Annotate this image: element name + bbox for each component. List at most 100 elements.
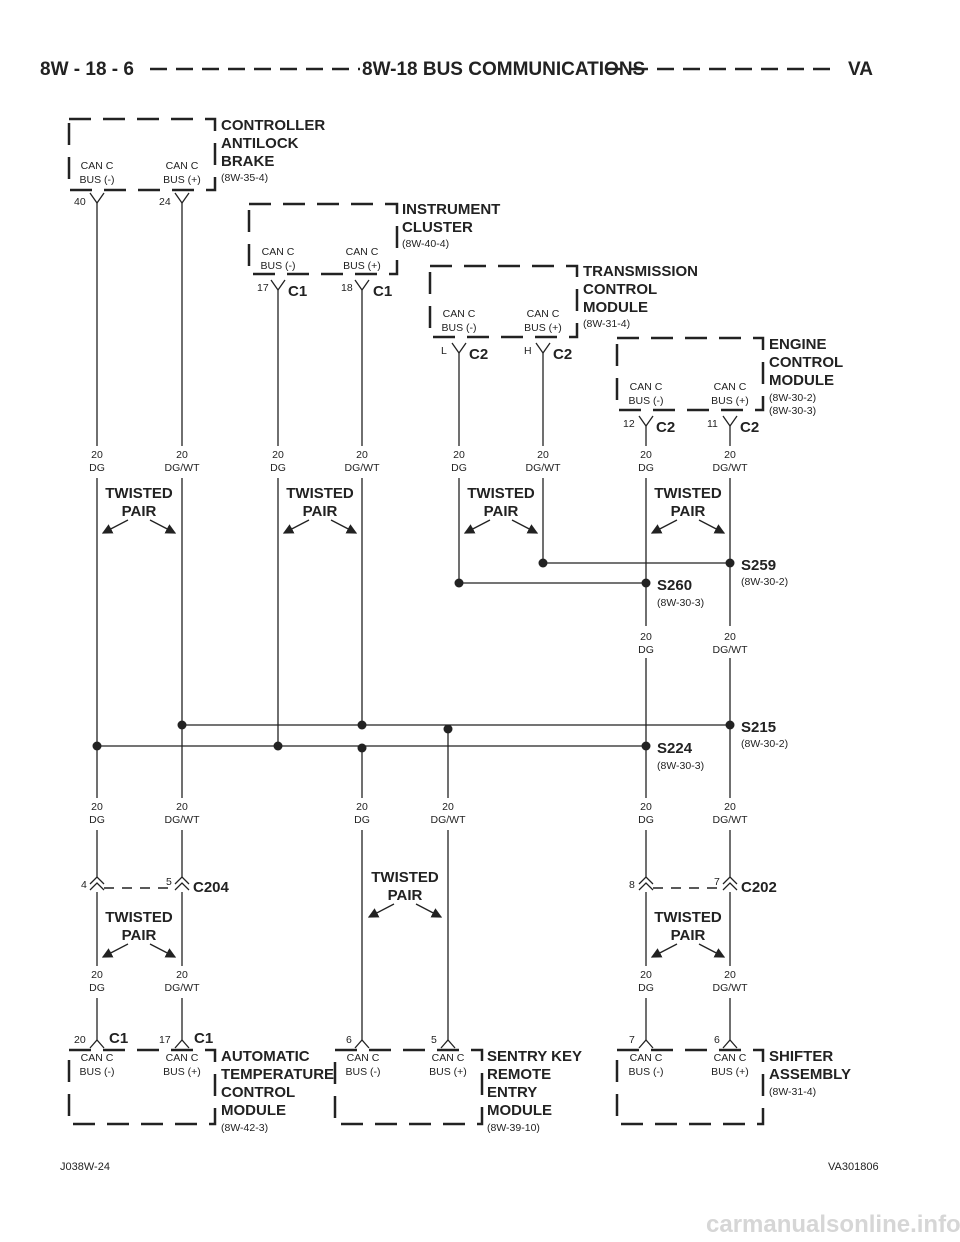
abs-module-box [67,117,217,192]
pin-labels: CAN C BUS (-) CAN C BUS (+) CAN C BUS (-… [80,160,749,1078]
wire-gauge: 20 [91,969,103,981]
shifter-module-box [615,1048,765,1126]
footer-code-left: J038W-24 [60,1161,110,1173]
module-title-line: ENTRY [487,1084,537,1101]
twisted-pair-arrow [698,519,726,534]
twisted-pair-atc: TWISTED PAIR [101,909,177,958]
splice-dot [92,741,102,751]
twisted-pair-text: PAIR [122,927,157,944]
module-title-line: CONTROL [221,1084,295,1101]
pin-number: 11 [707,418,718,430]
pin-fork-symbol [270,279,286,292]
module-title-line: MODULE [221,1102,286,1119]
pin-number: 8 [629,879,635,891]
wire-gauge: 20 [442,801,454,813]
connector-id: C2 [656,419,675,436]
module-title-line: CLUSTER [402,219,473,236]
twisted-pair-text: TWISTED [371,869,439,886]
twisted-pair-arrow [463,519,491,534]
module-title-line: REMOTE [487,1066,551,1083]
inline-connector-symbol [638,876,654,891]
shifter-module-label: SHIFTER ASSEMBLY (8W-31-4) [769,1048,851,1098]
pin-label-line2: BUS (-) [80,1066,115,1078]
pin-label-line1: CAN C [81,1052,114,1064]
twisted-pair-arrow [698,943,726,958]
wire-gauge: 20 [724,801,736,813]
module-reference: (8W-31-4) [583,318,630,330]
pin-fork-symbol [174,1039,190,1049]
pin-number: H [524,345,532,357]
wire-gauge: 20 [537,449,549,461]
pin-label-line1: CAN C [347,1052,380,1064]
pin-number: 40 [74,196,86,208]
twisted-pair-text: TWISTED [467,485,535,502]
pin-label-line1: CAN C [346,246,379,258]
pin-label-line2: BUS (+) [163,1066,201,1078]
twisted-pair-tcm: TWISTED PAIR [463,485,539,534]
connector-id: C204 [193,879,230,896]
twisted-pair-arrow [650,519,678,534]
splice-name: S215 [741,719,776,736]
pin-forks [89,192,738,1049]
module-reference: (8W-42-3) [221,1122,268,1134]
pin-fork-symbol [354,279,370,292]
wire-color: DG/WT [526,462,562,474]
connector-id: C1 [109,1030,128,1047]
atc-module-label: AUTOMATIC TEMPERATURE CONTROL MODULE (8W… [221,1048,334,1134]
pin-number: 18 [341,282,353,294]
module-reference: (8W-39-10) [487,1122,540,1134]
splice-dot-s260 [641,578,651,588]
wire-gauge: 20 [724,969,736,981]
pin-numbers: 40 24 17 C1 18 C1 L C2 H C2 12 C2 11 C2 … [74,196,777,1047]
module-reference: (8W-30-3) [769,405,816,417]
splice-dot [273,741,283,751]
module-title-line: BRAKE [221,153,274,170]
pin-label-line1: CAN C [527,308,560,320]
tcm-module-box [428,264,579,339]
connector-id: C2 [740,419,759,436]
pin-label-line2: BUS (-) [629,395,664,407]
twisted-pair-arrow [149,943,177,958]
twisted-pair-ic: TWISTED PAIR [282,485,358,534]
connector-id: C1 [194,1030,213,1047]
splice-reference: (8W-30-2) [741,738,788,750]
wire-gauge: 20 [724,449,736,461]
pin-label-line1: CAN C [81,160,114,172]
wire-gauge: 20 [356,801,368,813]
pin-label-line2: BUS (-) [261,260,296,272]
pin-number: 4 [81,879,87,891]
module-title-line: CONTROL [769,354,843,371]
module-title-line: ASSEMBLY [769,1066,851,1083]
atc-module-box [67,1048,217,1126]
pin-number: 5 [166,876,172,888]
pin-fork-symbol [89,192,105,205]
pin-number: 24 [159,196,171,208]
wire-gauge: 20 [640,801,652,813]
connector-id: C2 [469,346,488,363]
wire-color: DG [270,462,286,474]
wire-gauge: 20 [356,449,368,461]
wire-labels: 20 DG 20 DG/WT 20 DG 20 DG/WT 20 DG 20 D… [89,449,748,994]
splice-dot [454,578,464,588]
skreem-module-label: SENTRY KEY REMOTE ENTRY MODULE (8W-39-10… [487,1048,582,1134]
splice-reference: (8W-30-3) [657,597,704,609]
pin-label-line1: CAN C [166,160,199,172]
module-title-line: TRANSMISSION [583,263,698,280]
module-title-line: ANTILOCK [221,135,299,152]
splice-dot [177,720,187,730]
splice-dot-s215 [725,720,735,730]
pin-label-line1: CAN C [714,1052,747,1064]
wire-gauge: 20 [272,449,284,461]
twisted-pair-arrow [415,903,443,918]
section-title: 8W-18 BUS COMMUNICATIONS [362,59,645,80]
twisted-pair-labels: TWISTED PAIR TWISTED PAIR TWISTED PAIR T… [101,485,726,958]
wire-color: DG/WT [713,644,749,656]
pin-fork-symbol [638,1039,654,1049]
twisted-pair-text: TWISTED [105,485,173,502]
pin-fork-symbol [451,342,467,355]
pin-label-line1: CAN C [714,381,747,393]
splice-dot [538,558,548,568]
pin-number: 17 [159,1034,171,1046]
pin-label-line2: BUS (+) [711,395,749,407]
wire-color: DG/WT [165,462,201,474]
